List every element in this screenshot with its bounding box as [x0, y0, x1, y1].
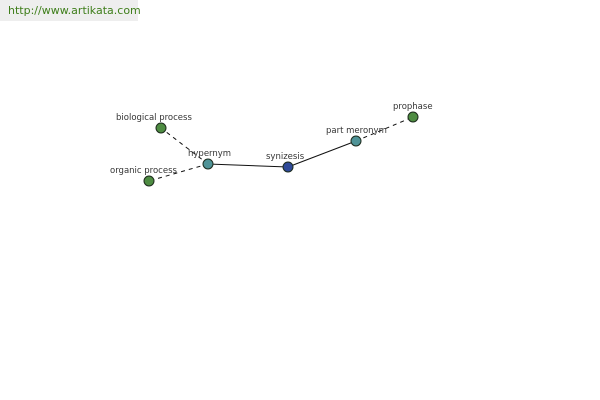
node-biological-process[interactable]: biological process [116, 113, 192, 134]
node-label-organic-process: organic process [110, 166, 178, 176]
node-hypernym[interactable]: hypernym [188, 149, 231, 170]
node-label-prophase: prophase [393, 102, 433, 112]
site-banner: http://www.artikata.com [0, 0, 141, 21]
focus-node-icon [282, 161, 294, 173]
edge-synizesis-part-meronym [287, 140, 357, 168]
node-label-hypernym: hypernym [188, 149, 231, 159]
term-node-icon [155, 122, 167, 134]
edge-hypernym-biological-process [160, 127, 209, 165]
term-node-icon [407, 111, 419, 123]
node-prophase[interactable]: prophase [393, 102, 433, 123]
site-url-link[interactable]: http://www.artikata.com [8, 4, 141, 17]
node-label-part-meronym: part meronym [326, 126, 387, 136]
term-node-icon [143, 175, 155, 187]
node-label-biological-process: biological process [116, 113, 192, 123]
node-organic-process[interactable]: organic process [110, 166, 178, 187]
edge-synizesis-hypernym [207, 163, 289, 168]
edge-part-meronym-prophase [355, 116, 414, 142]
relation-node-icon [350, 135, 362, 147]
node-part-meronym[interactable]: part meronym [326, 126, 387, 147]
edge-hypernym-organic-process [148, 163, 209, 182]
node-synizesis[interactable]: synizesis [266, 152, 305, 173]
relation-node-icon [202, 158, 214, 170]
node-label-synizesis: synizesis [266, 152, 305, 162]
